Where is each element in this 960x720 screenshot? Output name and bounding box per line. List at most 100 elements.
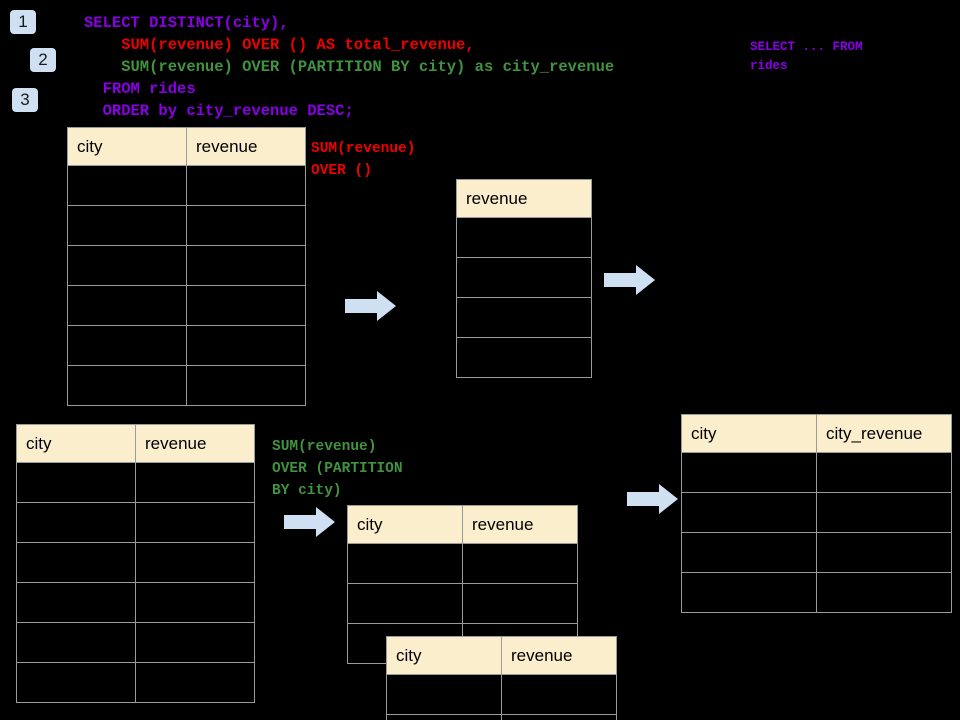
cell-revenue bbox=[462, 543, 578, 584]
cell-city-revenue bbox=[816, 532, 952, 573]
table-row bbox=[456, 297, 592, 338]
cell-city bbox=[67, 205, 187, 246]
cell-city bbox=[386, 674, 502, 715]
step-badge-1: 1 bbox=[10, 10, 36, 34]
cell-revenue bbox=[186, 325, 306, 366]
cell-revenue bbox=[135, 582, 255, 623]
cell-revenue bbox=[135, 502, 255, 543]
cell-revenue bbox=[186, 365, 306, 406]
cell-revenue bbox=[186, 205, 306, 246]
arrow-rides-to-city-partition bbox=[284, 506, 336, 538]
column-header-city: city bbox=[386, 636, 502, 675]
cell-city bbox=[347, 543, 463, 584]
partition-group-table-b: city revenue bbox=[386, 636, 617, 720]
cell-city bbox=[67, 165, 187, 206]
table-row bbox=[16, 462, 255, 503]
cell-revenue bbox=[186, 165, 306, 206]
cell-city bbox=[67, 325, 187, 366]
cell-city bbox=[67, 285, 187, 326]
cell-revenue bbox=[135, 462, 255, 503]
table-row bbox=[67, 325, 306, 366]
table-row bbox=[67, 245, 306, 286]
sql-line-select: SELECT DISTINCT(city), bbox=[84, 14, 289, 32]
table-row bbox=[456, 217, 592, 258]
table-header-row: city city_revenue bbox=[681, 414, 952, 453]
table-row bbox=[681, 532, 952, 573]
cell-revenue bbox=[456, 337, 592, 378]
table-row bbox=[16, 542, 255, 583]
table-body bbox=[67, 165, 306, 406]
column-header-revenue: revenue bbox=[135, 424, 255, 463]
cell-city bbox=[16, 582, 136, 623]
cell-city bbox=[67, 245, 187, 286]
column-header-revenue: revenue bbox=[456, 179, 592, 218]
sql-line-from: FROM rides bbox=[84, 80, 196, 98]
rides-source-table-bottom: city revenue bbox=[16, 424, 255, 703]
cell-revenue bbox=[186, 245, 306, 286]
column-header-city-revenue: city_revenue bbox=[816, 414, 952, 453]
rides-source-table-top: city revenue bbox=[67, 127, 306, 406]
table-row bbox=[16, 662, 255, 703]
step-badge-2: 2 bbox=[30, 48, 56, 72]
table-body bbox=[681, 452, 952, 613]
sql-line-city-revenue: SUM(revenue) OVER (PARTITION BY city) as… bbox=[84, 58, 615, 76]
step-badge-3: 3 bbox=[12, 88, 38, 112]
table-row bbox=[456, 337, 592, 378]
cell-revenue bbox=[501, 674, 617, 715]
cell-city bbox=[67, 365, 187, 406]
table-row bbox=[67, 285, 306, 326]
arrow-rides-to-total-revenue bbox=[345, 290, 397, 322]
table-row bbox=[67, 205, 306, 246]
arrow-city-partition-to-result bbox=[627, 483, 679, 515]
cell-city bbox=[16, 502, 136, 543]
table-row bbox=[386, 714, 617, 720]
table-row bbox=[456, 257, 592, 298]
table-row bbox=[67, 365, 306, 406]
cell-revenue bbox=[462, 583, 578, 624]
cell-city bbox=[16, 662, 136, 703]
table-body bbox=[16, 462, 255, 703]
table-row bbox=[347, 543, 578, 584]
cell-revenue bbox=[135, 542, 255, 583]
cell-city bbox=[681, 532, 817, 573]
table-header-row: city revenue bbox=[347, 505, 578, 544]
table-row bbox=[347, 583, 578, 624]
cell-city bbox=[681, 452, 817, 493]
cell-revenue bbox=[501, 714, 617, 720]
cell-city bbox=[16, 622, 136, 663]
cell-revenue bbox=[456, 217, 592, 258]
column-header-revenue: revenue bbox=[501, 636, 617, 675]
table-row bbox=[16, 582, 255, 623]
table-row bbox=[386, 674, 617, 715]
column-header-revenue: revenue bbox=[186, 127, 306, 166]
table-row bbox=[681, 492, 952, 533]
column-header-city: city bbox=[67, 127, 187, 166]
total-revenue-table: revenue bbox=[456, 179, 592, 378]
cell-revenue bbox=[456, 297, 592, 338]
cell-city-revenue bbox=[816, 492, 952, 533]
sql-line-order-by: ORDER by city_revenue DESC; bbox=[84, 102, 354, 120]
cell-revenue bbox=[135, 622, 255, 663]
table-header-row: city revenue bbox=[67, 127, 306, 166]
table-row bbox=[67, 165, 306, 206]
table-header-row: city revenue bbox=[16, 424, 255, 463]
table-header-row: revenue bbox=[456, 179, 592, 218]
table-body bbox=[456, 217, 592, 378]
table-body bbox=[386, 674, 617, 720]
select-from-rides-note: SELECT ... FROM rides bbox=[750, 40, 863, 73]
table-row bbox=[16, 622, 255, 663]
cell-city bbox=[386, 714, 502, 720]
column-header-city: city bbox=[16, 424, 136, 463]
column-header-city: city bbox=[347, 505, 463, 544]
cell-city bbox=[16, 462, 136, 503]
column-header-city: city bbox=[681, 414, 817, 453]
table-header-row: city revenue bbox=[386, 636, 617, 675]
cell-city bbox=[681, 572, 817, 613]
sql-line-total-revenue: SUM(revenue) OVER () AS total_revenue, bbox=[84, 36, 475, 54]
final-result-table: city city_revenue bbox=[681, 414, 952, 613]
cell-city bbox=[16, 542, 136, 583]
cell-city-revenue bbox=[816, 572, 952, 613]
cell-revenue bbox=[456, 257, 592, 298]
cell-city-revenue bbox=[816, 452, 952, 493]
